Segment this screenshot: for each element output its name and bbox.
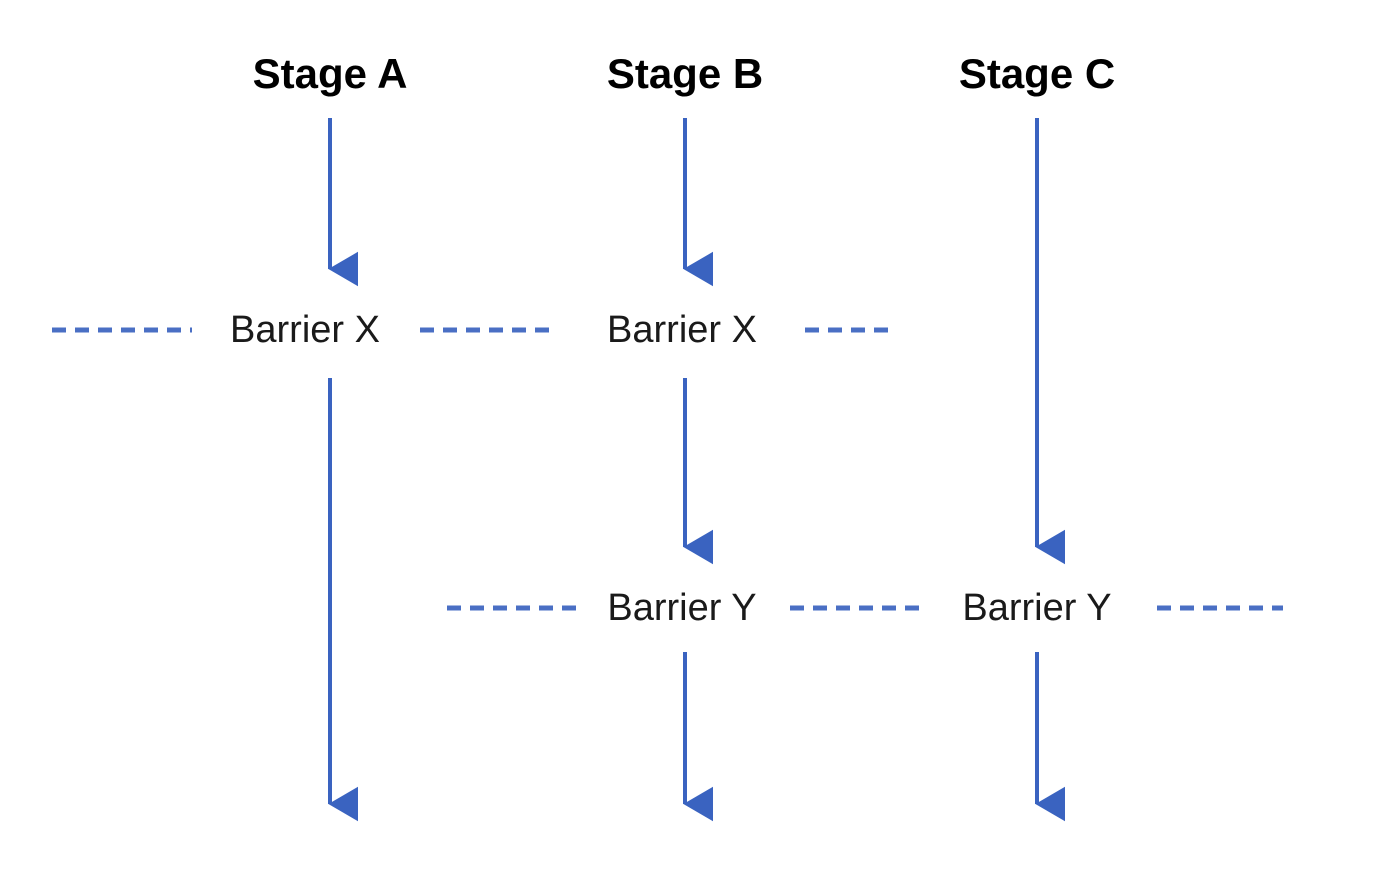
- barrier-label-row-y-b: Barrier Y: [601, 586, 763, 630]
- stage-header-c: Stage C: [958, 50, 1116, 97]
- stage-header-b: Stage B: [606, 50, 764, 97]
- barrier-label-row-x-a: Barrier X: [224, 308, 386, 352]
- barrier-dash-lines-group: [52, 327, 1283, 611]
- arrows-group: [328, 118, 1066, 822]
- barrier-label-row-y-c: Barrier Y: [956, 586, 1118, 630]
- barrier-label-row-x-b: Barrier X: [601, 308, 763, 352]
- stage-header-a: Stage A: [252, 50, 408, 97]
